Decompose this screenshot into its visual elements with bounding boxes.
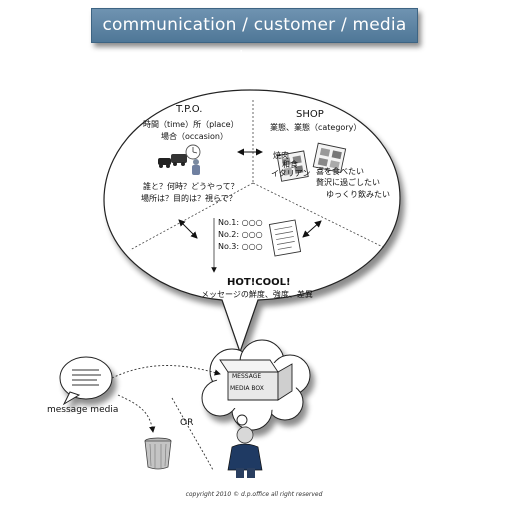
menu-card-icon (276, 150, 309, 182)
tpo-question2: 場所は？目的は？視らで？ (141, 194, 237, 203)
photo-card-icon (312, 142, 347, 174)
flow-lines (111, 365, 221, 471)
tpo-line2: 場合（occasion） (161, 132, 228, 141)
shop-title: SHOP (296, 109, 324, 120)
hotcool-subtitle: メッセージの鮮度、強度、差異 (201, 290, 313, 299)
clock-icon (185, 144, 201, 160)
message-media-label: message media (47, 405, 119, 415)
shop-item: 焼肉 (273, 151, 289, 160)
tpo-question1: 誰と？何時？どうやって？ (143, 182, 239, 191)
shop-subtitle: 業態、業態（category） (270, 123, 362, 132)
shop-item: 喜を食べたい (316, 167, 364, 176)
document-icon (268, 219, 302, 257)
shop-item: ゆっくり飲みたい (326, 190, 390, 199)
shop-item: 和食 (282, 160, 298, 169)
box-label: MESSAGE (232, 373, 262, 380)
tpo-line1: 時間（time）所（place） (143, 120, 239, 129)
message-media-icon (59, 356, 113, 406)
shop-item: イタリアン (271, 169, 311, 178)
page-title: communication / customer / media box (91, 8, 418, 68)
message-box-icon (219, 359, 293, 401)
box-label: MEDIA BOX (230, 385, 264, 392)
car-icon (158, 154, 187, 168)
trash-can-icon (144, 437, 172, 470)
person-icon (192, 159, 200, 175)
copyright-footer: copyright 2010 © d.p.office all right re… (185, 491, 323, 498)
customer-person-icon (227, 426, 263, 478)
hotcool-title: HOT!COOL! (227, 277, 291, 288)
tpo-title: T.P.O. (176, 104, 203, 115)
ranking-item: No.1: ○○○ (218, 218, 263, 227)
ranking-item: No.2: ○○○ (218, 230, 263, 239)
ranking-item: No.3: ○○○ (218, 242, 263, 251)
or-label: OR (180, 418, 194, 428)
shop-item: 贅沢に過ごしたい (316, 178, 380, 187)
section-dividers (129, 100, 386, 251)
connector-arrows (178, 148, 322, 239)
